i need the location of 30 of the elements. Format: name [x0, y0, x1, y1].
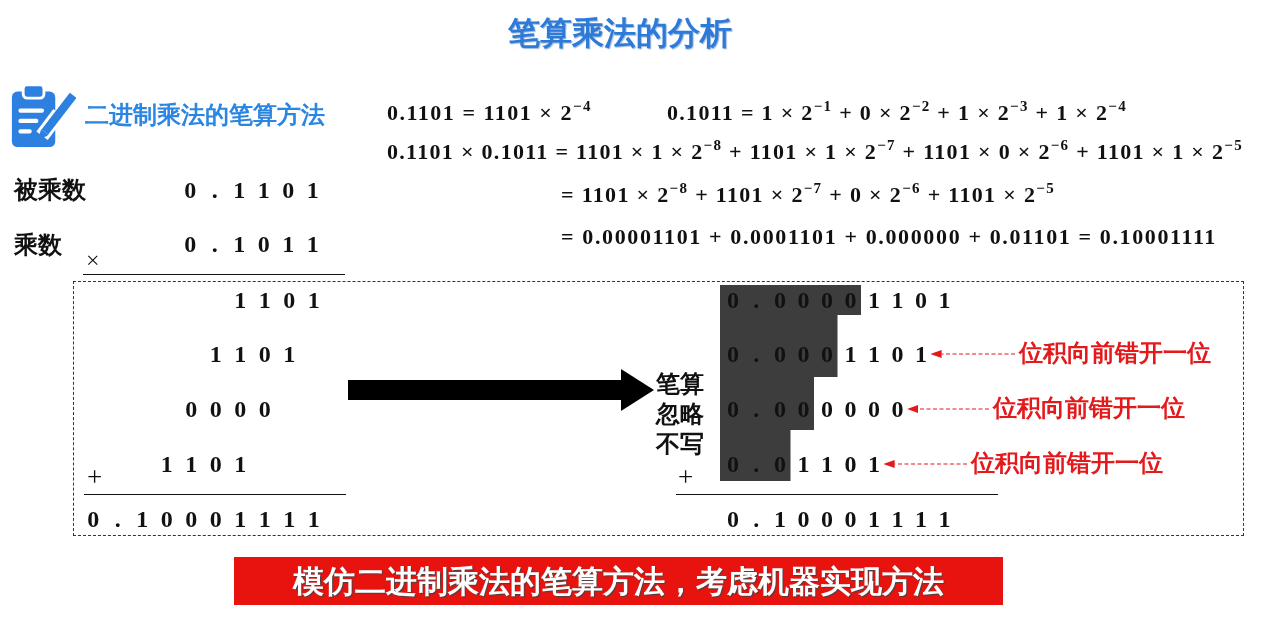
dashed-arrow [883, 460, 968, 468]
side-note: 笔算忽略不写 [656, 369, 705, 459]
binary-number: 0 . 1 0 0 0 1 1 1 1 [726, 505, 951, 533]
formula: = 0.00001101 + 0.0001101 + 0.000000 + 0.01101 = 0.10001111 [561, 224, 1217, 250]
binary-number: 1 1 0 1 [234, 286, 320, 314]
block-arrow [348, 369, 654, 411]
formula: = 1101 × 2$^{−8}$ + 1101 × 2$^{−7}$ + 0 × 2$^{−6}$ + 1101 × 2$^{−5}$ [561, 182, 1055, 208]
binary-number: 0 . 1 0 1 1 [184, 230, 319, 258]
callout-text: 位积向前错开一位 [971, 448, 1163, 478]
binary-number: 0 . 1 1 0 1 [184, 176, 319, 204]
binary-number: 1 1 0 1 [209, 340, 296, 368]
title: 笔算乘法的分析 [508, 14, 732, 52]
row-label: 乘数 [14, 230, 62, 260]
row-label: 被乘数 [14, 175, 86, 205]
dashed-arrow [907, 405, 990, 413]
formula: 0.1101 × 0.1011 = 1101 × 1 × 2$^{−8}$ + 1101 × 1 × 2$^{−7}$ + 1101 × 0 × 2$^{−6}$ + 1101 × 1 × 2$^{−5}$ [387, 139, 1243, 165]
plus-sign: + [87, 463, 103, 491]
formula: 0.1011 = 1 × 2$^{−1}$ + 0 × 2$^{−2}$ + 1 × 2$^{−3}$ + 1 × 2$^{−4}$ [667, 100, 1127, 126]
formula: 0.1101 = 1101 × 2$^{−4}$ [387, 100, 592, 126]
banner: 模仿二进制乘法的笔算方法，考虑机器实现方法 [234, 557, 1003, 605]
binary-number: 1 1 0 1 [160, 450, 247, 478]
plus-sign: + [678, 463, 694, 491]
callout-text: 位积向前错开一位 [993, 393, 1185, 423]
dashed-arrow [930, 350, 1016, 358]
section-heading: 二进制乘法的笔算方法 [85, 100, 325, 130]
binary-number: 0 . 1 0 0 0 1 1 1 1 [87, 505, 320, 533]
binary-number: 0 0 0 0 [185, 395, 271, 423]
multiply-sign: × [86, 248, 100, 272]
callout-text: 位积向前错开一位 [1019, 338, 1211, 368]
dashed-frame [73, 281, 1244, 536]
